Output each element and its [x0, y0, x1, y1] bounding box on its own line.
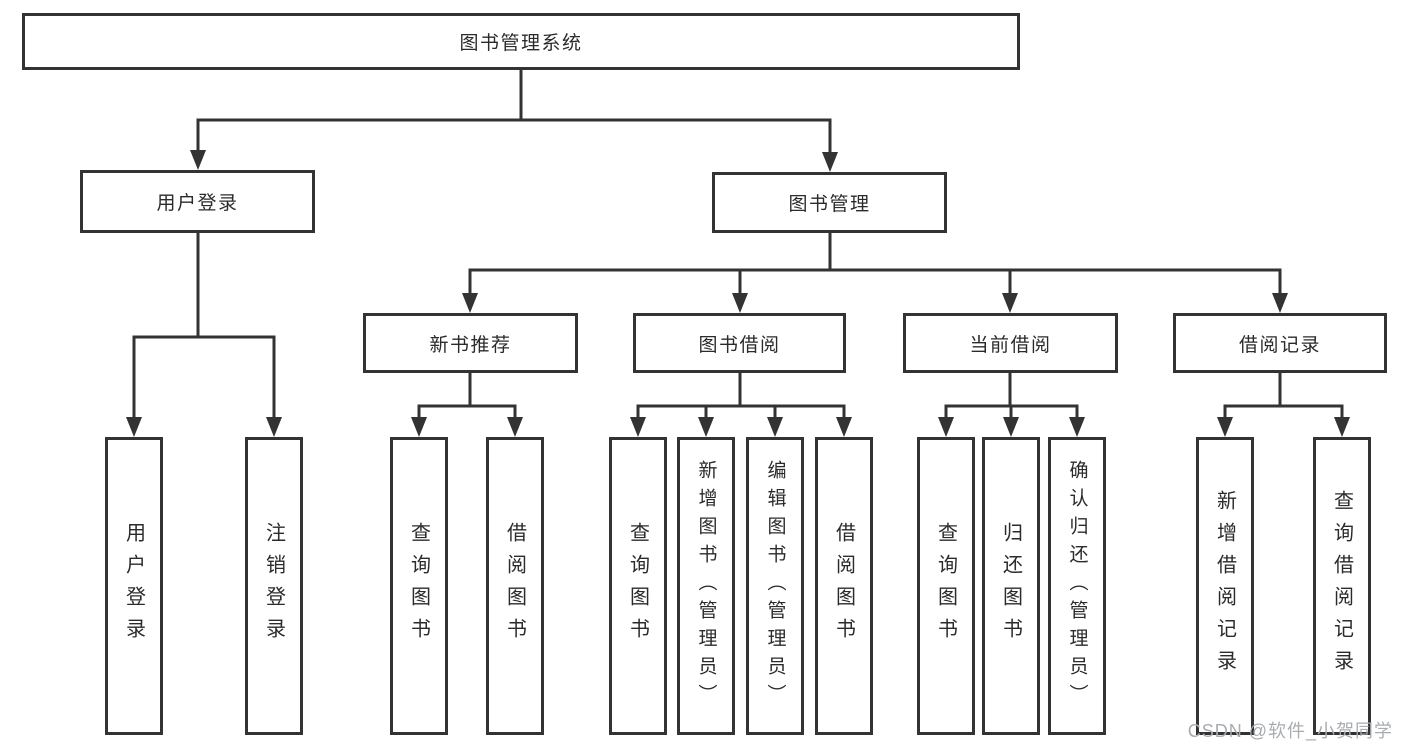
connector-root-to-level2: [190, 68, 838, 172]
node-leaf-bb-add-books-admin: 新增图书（管理员）: [677, 437, 735, 735]
node-leaf-cb-return-books: 归还图书: [982, 437, 1040, 735]
node-leaf-user-login: 用户登录: [105, 437, 163, 735]
csdn-watermark: CSDN @软件_小贺同学: [1187, 721, 1393, 741]
node-current-borrowing-label: 当前借阅: [969, 334, 1052, 356]
node-leaf-nbr-borrow-books-label: 借阅图书: [503, 522, 526, 650]
node-new-book-recommend: 新书推荐: [363, 313, 578, 373]
node-leaf-cb-query-books: 查询图书: [917, 437, 975, 735]
connector-current-borrow-fork: [938, 371, 1085, 437]
node-new-book-recommend-label: 新书推荐: [429, 334, 512, 356]
node-leaf-cb-return-books-label: 归还图书: [999, 522, 1022, 650]
node-book-borrowing-label: 图书借阅: [698, 334, 781, 356]
node-leaf-bb-add-books-admin-label: 新增图书（管理员）: [695, 460, 717, 712]
node-borrowing-records-label: 借阅记录: [1238, 334, 1321, 356]
node-leaf-br-add-record: 新增借阅记录: [1196, 437, 1254, 735]
node-leaf-bb-borrow-books-label: 借阅图书: [832, 522, 855, 650]
node-leaf-bb-borrow-books: 借阅图书: [815, 437, 873, 735]
node-leaf-logout: 注销登录: [245, 437, 303, 735]
node-leaf-bb-edit-books-admin: 编辑图书（管理员）: [746, 437, 804, 735]
node-user-login-label: 用户登录: [156, 193, 239, 214]
connector-borrow-records-fork: [1217, 371, 1350, 437]
node-book-management: 图书管理: [712, 172, 947, 233]
node-leaf-user-login-label: 用户登录: [122, 522, 145, 650]
node-leaf-cb-query-books-label: 查询图书: [934, 522, 957, 650]
node-leaf-bb-query-books: 查询图书: [609, 437, 667, 735]
connector-user-login-fork: [126, 231, 282, 437]
node-root-label: 图书管理系统: [459, 33, 583, 54]
connector-book-mgmt-fork: [462, 231, 1288, 313]
node-root-library-system: 图书管理系统: [22, 13, 1020, 70]
node-user-login: 用户登录: [80, 170, 315, 233]
node-leaf-nbr-query-books: 查询图书: [390, 437, 448, 735]
node-leaf-bb-query-books-label: 查询图书: [626, 522, 649, 650]
node-book-borrowing: 图书借阅: [633, 313, 846, 373]
node-book-management-label: 图书管理: [788, 194, 871, 215]
node-borrowing-records: 借阅记录: [1173, 313, 1387, 373]
node-leaf-br-query-record-label: 查询借阅记录: [1330, 490, 1353, 682]
node-leaf-br-query-record: 查询借阅记录: [1313, 437, 1371, 735]
node-leaf-br-add-record-label: 新增借阅记录: [1213, 490, 1236, 682]
node-leaf-nbr-query-books-label: 查询图书: [407, 522, 430, 650]
connector-book-borrow-fork: [630, 371, 852, 437]
node-leaf-nbr-borrow-books: 借阅图书: [486, 437, 544, 735]
connector-new-book-rec-fork: [411, 371, 523, 437]
node-leaf-cb-confirm-return-admin-label: 确认归还（管理员）: [1066, 460, 1088, 712]
node-leaf-cb-confirm-return-admin: 确认归还（管理员）: [1048, 437, 1106, 735]
node-current-borrowing: 当前借阅: [903, 313, 1118, 373]
node-leaf-logout-label: 注销登录: [262, 522, 285, 650]
node-leaf-bb-edit-books-admin-label: 编辑图书（管理员）: [764, 460, 786, 712]
